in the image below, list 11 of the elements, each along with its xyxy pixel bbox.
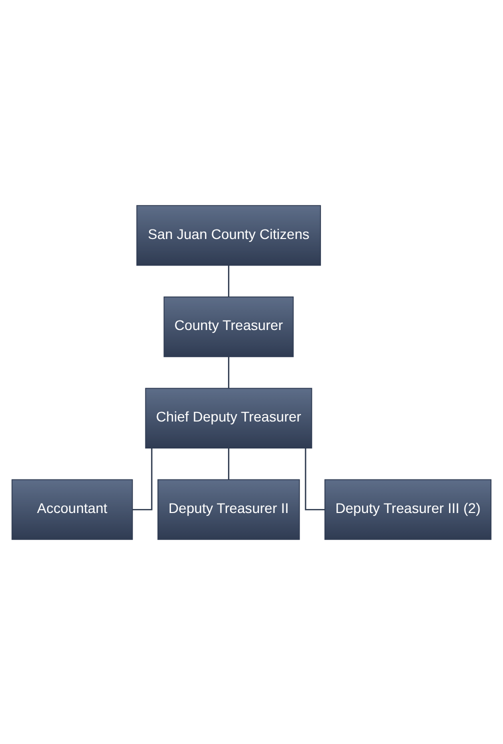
connector bbox=[304, 448, 325, 510]
node-box: Accountant bbox=[12, 478, 133, 540]
node-box: Deputy Treasurer II bbox=[157, 478, 300, 540]
connector bbox=[228, 356, 230, 388]
connector bbox=[132, 448, 152, 510]
node-box: San Juan County Citizens bbox=[136, 204, 321, 266]
node-box: Chief Deputy Treasurer bbox=[145, 387, 312, 448]
node-box: Deputy Treasurer III (2) bbox=[324, 478, 492, 540]
node-box: County Treasurer bbox=[164, 296, 294, 357]
connector bbox=[228, 264, 230, 296]
connector bbox=[228, 448, 230, 480]
